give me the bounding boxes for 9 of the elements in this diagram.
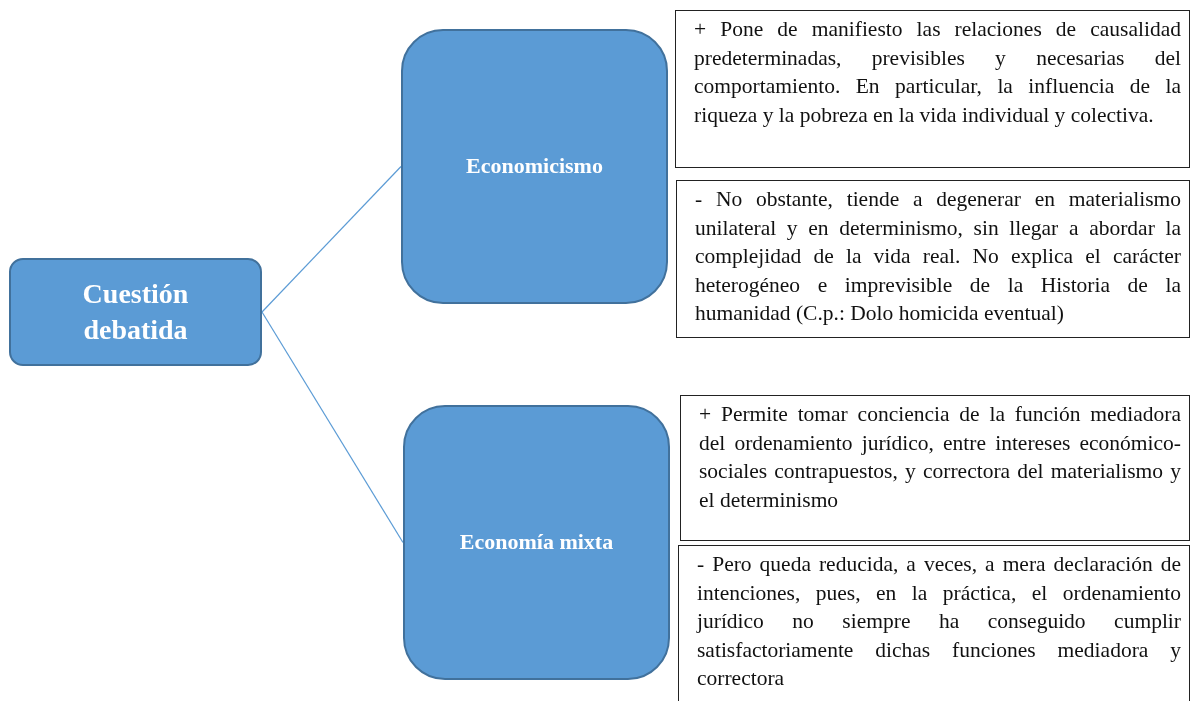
category-box: Economía mixta (403, 405, 670, 680)
topic-box: Cuestión debatida (9, 258, 262, 366)
connector-line (261, 311, 404, 544)
connector-line (261, 165, 402, 313)
note-box: + Pone de manifiesto las relaciones de causalidad predeterminadas, previsibles y necesarias del comportamiento. En particular, la influencia de la riqueza y la pobreza en la vida individual y colectiva. (675, 10, 1190, 168)
category-box: Economicismo (401, 29, 668, 304)
note-box: - No obstante, tiende a degenerar en materialismo unilateral y en determinismo, sin llegar a abordar la complejidad de la vida real. No explica el carácter heterogéneo e imprevisible de la Historia de la humanidad (C.p.: Dolo homicida eventual) (676, 180, 1190, 338)
note-box: + Permite tomar conciencia de la función mediadora del ordenamiento jurídico, entre intereses económico-sociales contrapuestos, y correctora del materialismo y el determinismo (680, 395, 1190, 541)
note-box: - Pero queda reducida, a veces, a mera declaración de intenciones, pues, en la práctica, el ordenamiento jurídico no siempre ha conseguido cumplir satisfactoriamente dichas funciones mediadora y correctora (678, 545, 1190, 701)
